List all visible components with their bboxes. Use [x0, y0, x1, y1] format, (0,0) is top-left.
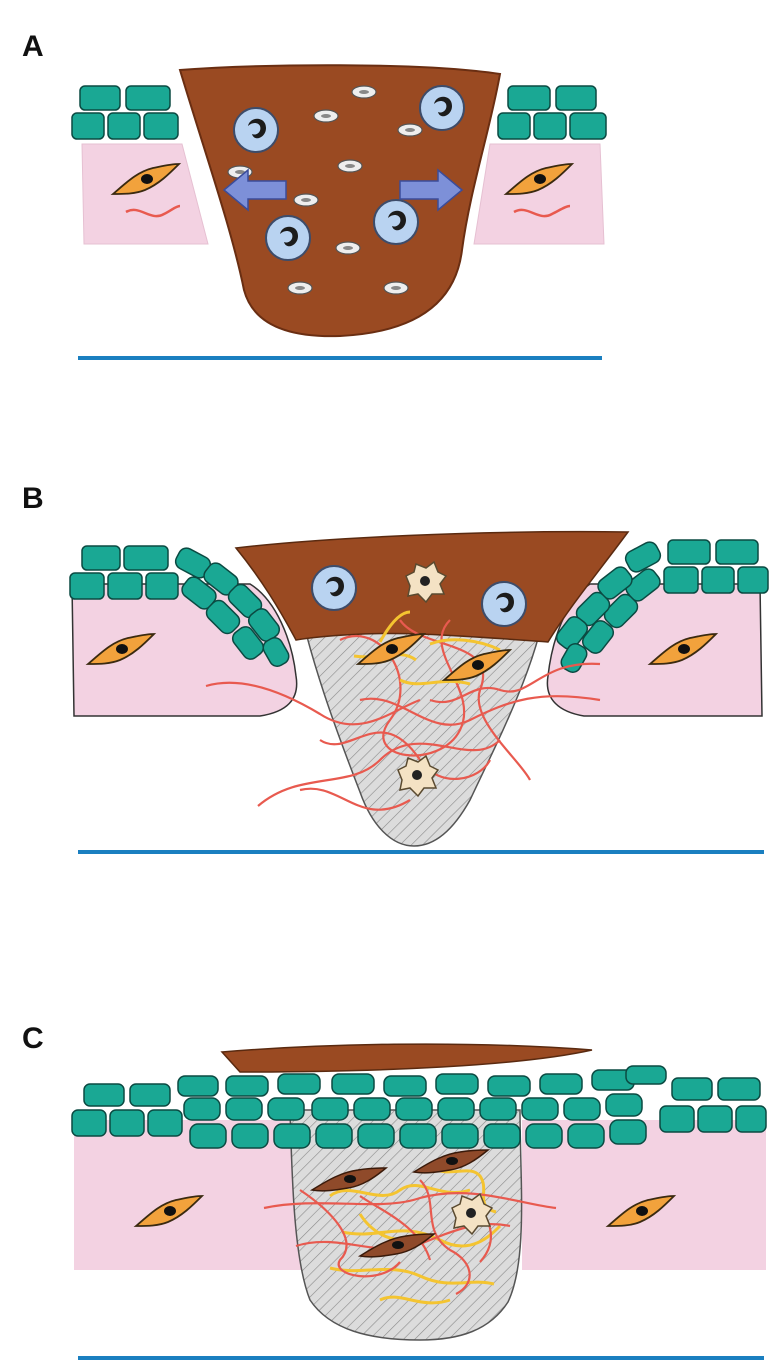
platelet-icon	[314, 110, 338, 122]
platelet-icon	[294, 194, 318, 206]
platelet-icon	[338, 160, 362, 172]
dermis-right	[474, 144, 604, 244]
neutrophil-icon	[266, 216, 310, 260]
platelet-icon	[398, 124, 422, 136]
blood-clot	[222, 1044, 592, 1072]
neutrophil-icon	[482, 582, 526, 626]
platelet-icon	[352, 86, 376, 98]
epithelium-left	[72, 86, 178, 139]
panel-a	[72, 65, 606, 358]
neutrophil-icon	[234, 108, 278, 152]
platelet-icon	[384, 282, 408, 294]
platelet-icon	[288, 282, 312, 294]
panel-c	[72, 1044, 766, 1358]
neutrophil-icon	[374, 200, 418, 244]
neutrophil-icon	[420, 86, 464, 130]
neutrophil-icon	[312, 566, 356, 610]
panel-b	[70, 532, 768, 852]
platelet-icon	[336, 242, 360, 254]
epithelium-right	[498, 86, 606, 139]
dermis-left	[74, 1120, 304, 1270]
dermis-left	[82, 144, 208, 244]
